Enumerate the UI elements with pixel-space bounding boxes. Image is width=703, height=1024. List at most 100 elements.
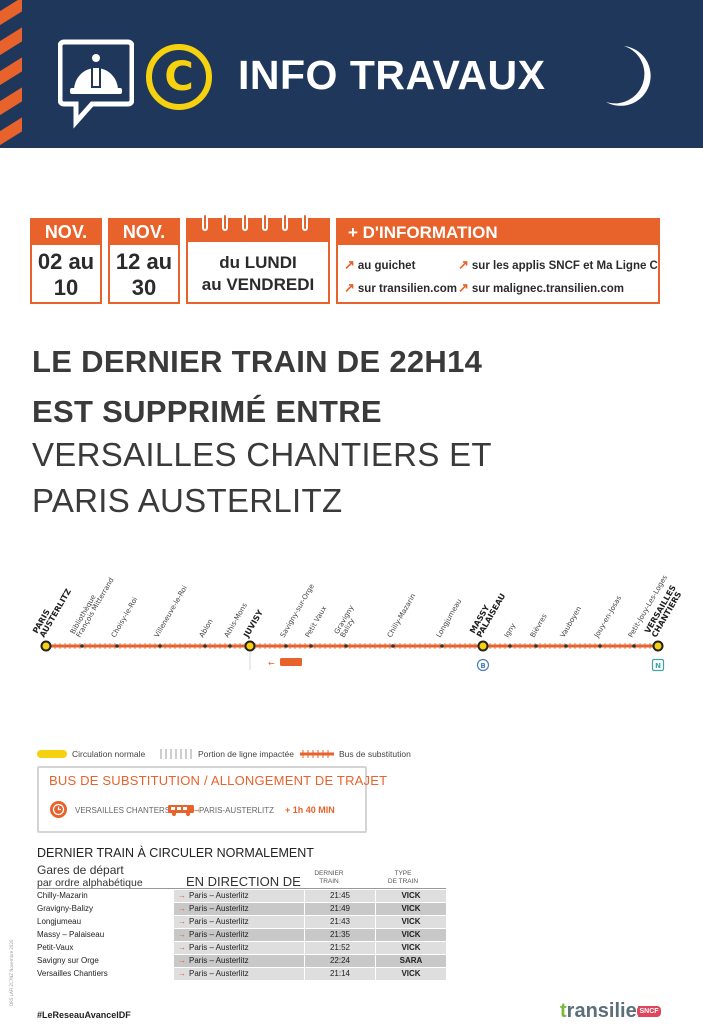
print-reference: DRS LAFI 2C7NZ Novembre 2020 bbox=[9, 939, 14, 1006]
station-marker bbox=[115, 644, 119, 648]
station-label: PARISAUSTERLITZ bbox=[31, 583, 73, 639]
legend-impacted-label: Portion de ligne impactée bbox=[198, 749, 294, 759]
station-label: Villeneuve-le-Roi bbox=[153, 584, 189, 639]
station-label: Longjumeau bbox=[435, 598, 464, 639]
station-marker bbox=[440, 644, 444, 648]
cell-direction: →Paris – Austerlitz bbox=[174, 929, 304, 941]
table-header-rule bbox=[37, 888, 446, 889]
table-row: Petit-Vaux →Paris – Austerlitz 21:52 VIC… bbox=[37, 942, 446, 955]
station-marker bbox=[309, 644, 313, 648]
cell-type: VICK bbox=[376, 916, 446, 928]
bus-substitution-box: BUS DE SUBSTITUTION / ALLONGEMENT DE TRA… bbox=[37, 766, 387, 833]
station-label: Petit Vaux bbox=[304, 605, 328, 639]
page-title: INFO TRAVAUX bbox=[238, 52, 546, 98]
station-marker bbox=[203, 644, 207, 648]
line-c-badge: C bbox=[146, 44, 212, 110]
legend-normal-label: Circulation normale bbox=[72, 749, 146, 759]
station-marker bbox=[632, 644, 636, 648]
arrow-icon: → bbox=[178, 917, 186, 926]
station-label-line2: François Mitterrand bbox=[75, 576, 116, 639]
svg-text:→: → bbox=[194, 806, 199, 815]
column-header-dernier-line1: DERNIER bbox=[314, 870, 344, 877]
info-item-apps: ↗sur les applis SNCF et Ma Ligne C bbox=[458, 257, 658, 272]
calendar-ring bbox=[302, 213, 308, 231]
station-label: Bièvres bbox=[529, 612, 549, 639]
legend-normal-swatch bbox=[37, 750, 67, 758]
station-label: Choisy-le-Roi bbox=[110, 596, 140, 639]
arrow-icon: ↗ bbox=[458, 257, 469, 272]
station-label: Igny bbox=[503, 622, 517, 639]
calendar-days-box: du LUNDI au VENDREDI bbox=[186, 213, 330, 304]
days-text: du LUNDI au VENDREDI bbox=[188, 252, 328, 296]
date-month: NOV. bbox=[32, 220, 100, 245]
cell-type: VICK bbox=[376, 968, 446, 980]
legend-bus-swatch bbox=[300, 750, 334, 758]
legend-bus-label: Bus de substitution bbox=[339, 749, 411, 759]
header-stripe bbox=[0, 57, 22, 93]
cell-time: 21:49 bbox=[305, 903, 375, 915]
station-marker bbox=[80, 644, 84, 648]
cell-time: 22:24 bbox=[305, 955, 375, 967]
header-stripe bbox=[0, 87, 22, 123]
column-header-dernier-line2: TRAIN bbox=[319, 878, 339, 885]
station-marker bbox=[344, 644, 348, 648]
info-item-transilien[interactable]: ↗sur transilien.com bbox=[344, 280, 457, 295]
column-header-gares-sub: par ordre alphabétique bbox=[37, 877, 143, 889]
cell-time: 21:14 bbox=[305, 968, 375, 980]
info-item-malignec[interactable]: ↗sur malignec.transilien.com bbox=[458, 280, 625, 295]
headline-line-3: VERSAILLES CHANTIERS ET bbox=[32, 436, 492, 473]
bus-icon: → bbox=[168, 805, 199, 816]
cell-time: 21:43 bbox=[305, 916, 375, 928]
info-helmet-icon bbox=[58, 39, 134, 129]
cell-direction: →Paris – Austerlitz bbox=[174, 955, 304, 967]
bus-duration: + 1h 40 MIN bbox=[285, 805, 335, 815]
table-row: Gravigny-Balizy →Paris – Austerlitz 21:4… bbox=[37, 903, 446, 916]
column-header-type-line2: DE TRAIN bbox=[387, 878, 419, 885]
cell-station: Savigny sur Orge bbox=[37, 956, 99, 965]
bus-box-title: BUS DE SUBSTITUTION / ALLONGEMENT DE TRA… bbox=[49, 773, 388, 788]
table-row: Chilly-Mazarin →Paris – Austerlitz 21:45… bbox=[37, 890, 446, 903]
logo-text: ransilien bbox=[566, 1000, 649, 1022]
station-label: Chilly-Mazarin bbox=[386, 592, 418, 639]
rer-b-icon bbox=[476, 658, 490, 672]
transilien-logo: transilien bbox=[560, 1000, 649, 1023]
date-period-2: NOV. 12 au 30 bbox=[108, 218, 180, 304]
headline-line-4: PARIS AUSTERLITZ bbox=[32, 482, 343, 519]
table-title: DERNIER TRAIN À CIRCULER NORMALEMENT bbox=[37, 846, 314, 860]
date-range-start: 02 au bbox=[37, 249, 95, 274]
bus-from: VERSAILLES CHANTERS bbox=[75, 806, 171, 815]
transilien-n-icon bbox=[651, 658, 665, 672]
calendar-ring bbox=[262, 213, 268, 231]
cell-time: 21:52 bbox=[305, 942, 375, 954]
station-marker bbox=[598, 644, 602, 648]
cell-station: Chilly-Mazarin bbox=[37, 891, 88, 900]
sncf-logo: SNCF bbox=[637, 1006, 661, 1017]
cell-type: VICK bbox=[376, 929, 446, 941]
column-header-direction: EN DIRECTION DE bbox=[186, 874, 301, 889]
bus-to: PARIS-AUSTERLITZ bbox=[199, 806, 274, 815]
station-marker bbox=[284, 644, 288, 648]
arrow-icon: → bbox=[178, 904, 186, 913]
cell-station: Petit-Vaux bbox=[37, 943, 74, 952]
cell-station: Versailles Chantiers bbox=[37, 969, 108, 978]
header-stripe bbox=[0, 0, 22, 33]
moon-icon bbox=[606, 46, 651, 106]
station-label: Jouy-en-Josas bbox=[592, 594, 623, 640]
table-row: Versailles Chantiers →Paris – Austerlitz… bbox=[37, 968, 446, 981]
cell-station: Longjumeau bbox=[37, 917, 82, 926]
station-marker bbox=[564, 644, 568, 648]
column-header-type: TYPE DE TRAIN bbox=[380, 870, 426, 886]
cell-direction: →Paris – Austerlitz bbox=[174, 890, 304, 902]
table-row: Longjumeau →Paris – Austerlitz 21:43 VIC… bbox=[37, 916, 446, 929]
days-line-2: au VENDREDI bbox=[201, 275, 315, 294]
calendar-ring bbox=[222, 213, 228, 231]
headline-line-2: EST SUPPRIMÉ ENTRE bbox=[32, 394, 382, 429]
column-header-gares: Gares de départ bbox=[37, 863, 124, 877]
station-label: Ablon bbox=[198, 618, 215, 639]
date-range-end: 10 bbox=[53, 275, 79, 300]
station-marker bbox=[534, 644, 538, 648]
station-label: Vauboyen bbox=[559, 605, 583, 639]
information-title: + D'INFORMATION bbox=[338, 220, 658, 245]
arrow-icon: → bbox=[178, 943, 186, 952]
arrow-icon: ↗ bbox=[344, 280, 355, 295]
